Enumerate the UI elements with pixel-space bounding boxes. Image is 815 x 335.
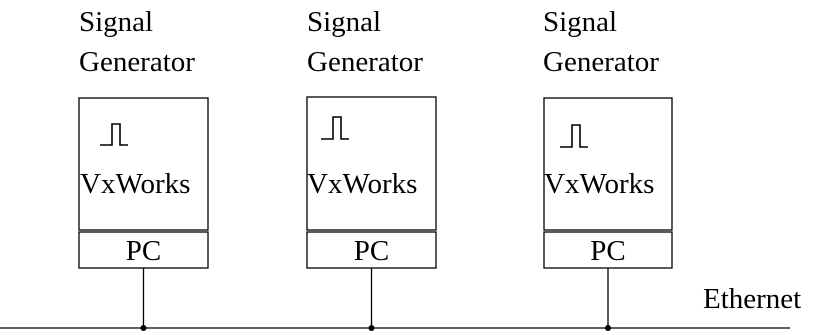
vxworks-label: VxWorks	[307, 168, 417, 200]
bus-junction-dot	[140, 325, 147, 331]
node-title-line1: Signal	[543, 6, 617, 38]
node-title-line1: Signal	[307, 6, 381, 38]
vxworks-box	[78, 97, 209, 231]
pc-label: PC	[590, 235, 625, 267]
node-title-line2: Generator	[307, 46, 423, 78]
ethernet-label: Ethernet	[703, 283, 801, 315]
signal-generator-node: Signal Generator VxWorks PC	[543, 6, 673, 331]
vxworks-label: VxWorks	[544, 168, 654, 200]
vxworks-box	[306, 96, 437, 231]
vxworks-label: VxWorks	[80, 168, 190, 200]
vxworks-box	[543, 97, 673, 231]
square-pulse-icon	[560, 124, 588, 148]
pc-label: PC	[354, 235, 389, 267]
bus-junction-dot	[368, 325, 375, 331]
node-title-line2: Generator	[543, 46, 659, 78]
square-pulse-icon	[100, 123, 128, 146]
pc-label: PC	[126, 235, 161, 267]
bus-junction-dot	[605, 325, 611, 331]
node-title-line1: Signal	[79, 6, 153, 38]
signal-generator-node: Signal Generator VxWorks PC	[306, 6, 437, 331]
node-title-line2: Generator	[79, 46, 195, 78]
signal-generator-node: Signal Generator VxWorks PC	[78, 6, 209, 331]
square-pulse-icon	[321, 116, 349, 140]
